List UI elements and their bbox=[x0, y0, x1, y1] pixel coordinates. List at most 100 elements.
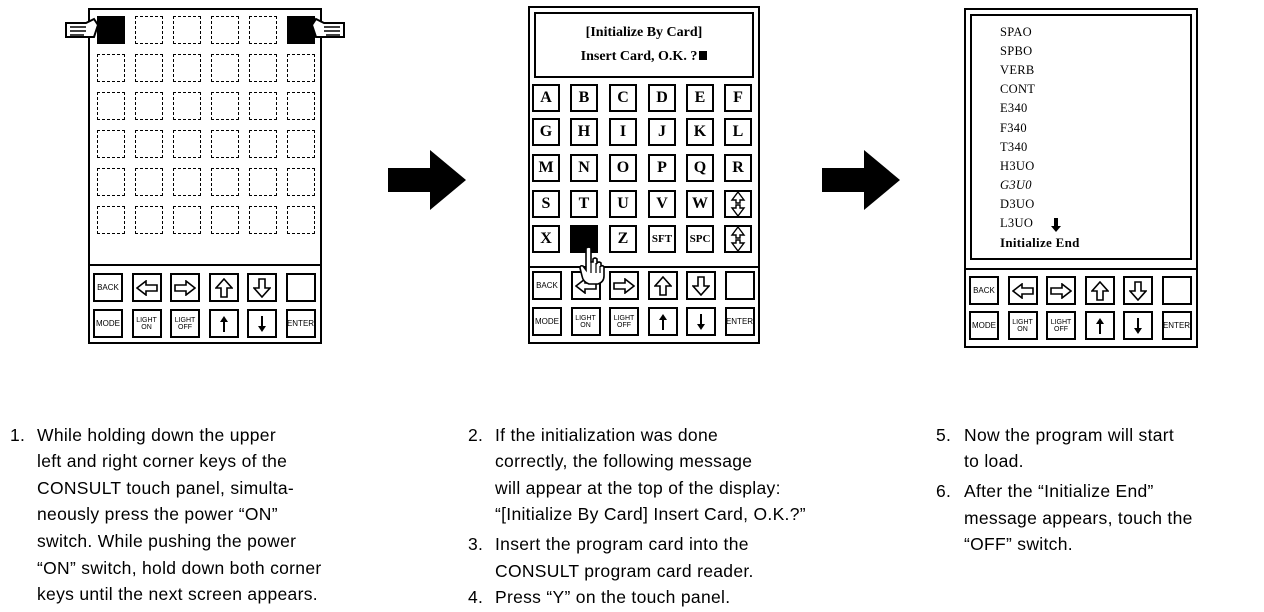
up-arrow-button[interactable] bbox=[208, 273, 239, 302]
key-p[interactable]: P bbox=[648, 154, 676, 182]
touch-cell[interactable] bbox=[249, 130, 277, 158]
key-r[interactable]: R bbox=[724, 154, 752, 182]
menu-item[interactable]: F340 bbox=[1000, 120, 1027, 135]
key-k[interactable]: K bbox=[686, 118, 714, 146]
touch-cell[interactable] bbox=[97, 54, 125, 82]
mode-button[interactable]: MODE bbox=[969, 311, 999, 340]
touch-cell[interactable] bbox=[135, 54, 163, 82]
key-x[interactable]: X bbox=[532, 225, 560, 253]
up-arrow-button[interactable] bbox=[1084, 276, 1115, 305]
key-i[interactable]: I bbox=[609, 118, 637, 146]
touch-cell[interactable] bbox=[249, 16, 277, 44]
touch-cell[interactable] bbox=[249, 206, 277, 234]
key-f[interactable]: F bbox=[724, 84, 752, 112]
touch-cell[interactable] bbox=[135, 16, 163, 44]
down-arrow-button[interactable] bbox=[686, 271, 716, 300]
right-arrow-button[interactable] bbox=[609, 271, 639, 300]
touch-cell[interactable] bbox=[287, 54, 315, 82]
right-arrow-button[interactable] bbox=[170, 273, 200, 302]
key-g[interactable]: G bbox=[532, 118, 560, 146]
scroll-up-button[interactable] bbox=[647, 307, 678, 336]
key-s[interactable]: S bbox=[532, 190, 560, 218]
down-arrow-button[interactable] bbox=[1123, 276, 1153, 305]
touch-cell[interactable] bbox=[173, 54, 201, 82]
touch-cell[interactable] bbox=[97, 206, 125, 234]
touch-cell[interactable] bbox=[211, 54, 239, 82]
touch-cell[interactable] bbox=[97, 92, 125, 120]
touch-cell[interactable] bbox=[249, 54, 277, 82]
touch-cell[interactable] bbox=[135, 206, 163, 234]
scroll-down-button[interactable] bbox=[247, 309, 277, 338]
touch-cell[interactable] bbox=[173, 130, 201, 158]
key-d[interactable]: D bbox=[648, 84, 676, 112]
menu-item[interactable]: E340 bbox=[1000, 101, 1028, 116]
touch-cell[interactable] bbox=[211, 130, 239, 158]
mode-button[interactable]: MODE bbox=[93, 309, 123, 338]
enter-button[interactable]: ENTER bbox=[285, 309, 316, 338]
touch-cell[interactable] bbox=[173, 16, 201, 44]
back-button[interactable]: BACK bbox=[969, 276, 999, 305]
key-z[interactable]: Z bbox=[609, 225, 637, 253]
blank-key[interactable] bbox=[285, 273, 316, 302]
touch-cell[interactable] bbox=[211, 16, 239, 44]
key-c[interactable]: C bbox=[609, 84, 637, 112]
key-v[interactable]: V bbox=[648, 190, 676, 218]
touch-cell[interactable] bbox=[135, 130, 163, 158]
touch-cell[interactable] bbox=[211, 168, 239, 196]
up-arrow-button[interactable] bbox=[647, 271, 678, 300]
touch-cell[interactable] bbox=[173, 206, 201, 234]
key-w[interactable]: W bbox=[686, 190, 714, 218]
menu-item[interactable]: D3UO bbox=[1000, 196, 1035, 211]
scroll-up-button[interactable] bbox=[1084, 311, 1115, 340]
touch-cell[interactable] bbox=[287, 130, 315, 158]
touch-cell[interactable] bbox=[173, 92, 201, 120]
left-arrow-button[interactable] bbox=[1007, 276, 1038, 305]
touch-cell[interactable] bbox=[97, 130, 125, 158]
key-y[interactable]: Y bbox=[570, 225, 598, 253]
enter-button[interactable]: ENTER bbox=[1161, 311, 1192, 340]
key-t[interactable]: T bbox=[570, 190, 598, 218]
menu-item[interactable]: SPAO bbox=[1000, 25, 1033, 39]
menu-item[interactable]: VERB bbox=[1000, 63, 1035, 78]
menu-item[interactable]: L3UO bbox=[1000, 216, 1034, 230]
back-button[interactable]: BACK bbox=[532, 271, 562, 300]
touch-cell[interactable] bbox=[173, 168, 201, 196]
touch-cell[interactable] bbox=[249, 92, 277, 120]
key-n[interactable]: N bbox=[570, 154, 598, 182]
page-up-down-button[interactable] bbox=[724, 225, 752, 253]
key-q[interactable]: Q bbox=[686, 154, 714, 182]
menu-item[interactable]: CONT bbox=[1000, 82, 1036, 97]
touch-cell[interactable] bbox=[135, 168, 163, 196]
touch-cell[interactable] bbox=[287, 168, 315, 196]
back-button[interactable]: BACK bbox=[93, 273, 123, 302]
right-arrow-button[interactable] bbox=[1046, 276, 1076, 305]
key-o[interactable]: O bbox=[609, 154, 637, 182]
scroll-up-button[interactable] bbox=[208, 309, 239, 338]
touch-cell[interactable] bbox=[287, 92, 315, 120]
scroll-down-button[interactable] bbox=[1123, 311, 1153, 340]
menu-item[interactable]: T340 bbox=[1000, 139, 1028, 154]
menu-item[interactable]: SPBO bbox=[1000, 44, 1033, 59]
touch-cell[interactable] bbox=[211, 92, 239, 120]
key-u[interactable]: U bbox=[609, 190, 637, 218]
down-arrow-button[interactable] bbox=[247, 273, 277, 302]
page-up-down-button[interactable] bbox=[724, 190, 752, 218]
touch-cell[interactable] bbox=[211, 206, 239, 234]
key-e[interactable]: E bbox=[686, 84, 714, 112]
touch-cell[interactable] bbox=[135, 92, 163, 120]
enter-button[interactable]: ENTER bbox=[724, 307, 755, 336]
blank-key[interactable] bbox=[724, 271, 755, 300]
mode-button[interactable]: MODE bbox=[532, 307, 562, 336]
key-h[interactable]: H bbox=[570, 118, 598, 146]
left-arrow-button[interactable] bbox=[131, 273, 162, 302]
touch-cell[interactable] bbox=[287, 206, 315, 234]
key-m[interactable]: M bbox=[532, 154, 560, 182]
corner-key[interactable] bbox=[97, 16, 125, 44]
key-l[interactable]: L bbox=[724, 118, 752, 146]
key-a[interactable]: A bbox=[532, 84, 560, 112]
